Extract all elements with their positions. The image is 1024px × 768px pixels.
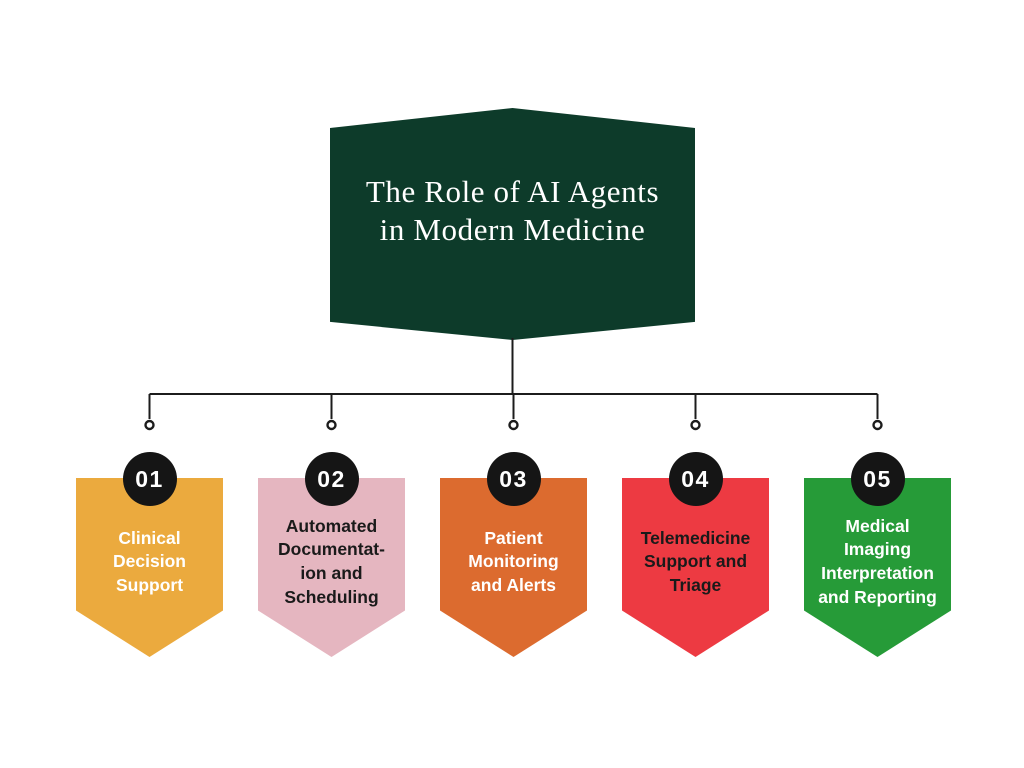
item-number: 05 [863, 465, 892, 492]
item-number: 03 [499, 465, 528, 492]
item-label: Clinical Decision Support [113, 527, 186, 595]
connector-node-icon [872, 419, 883, 431]
page-title: The Role of AI Agents in Modern Medicine [365, 174, 660, 247]
item-number: 02 [317, 465, 346, 492]
title-banner: The Role of AI Agents in Modern Medicine [330, 108, 695, 340]
connector-node-icon [508, 419, 519, 431]
item-label: Medical Imaging Interpretation and Repor… [818, 515, 937, 607]
item-label: Telemedicine Support and Triage [640, 527, 751, 595]
item-card-automated-documentation: 02 Automated Documentat- ion and Schedul… [258, 452, 405, 657]
item-label: Patient Monitoring and Alerts [468, 527, 559, 595]
item-number: 01 [135, 465, 164, 492]
connector-node-icon [326, 419, 337, 431]
item-number: 04 [681, 465, 710, 492]
connector-node-icon [690, 419, 701, 431]
item-card-telemedicine-triage: 04 Telemedicine Support and Triage [622, 452, 769, 657]
item-number-badge: 04 [668, 452, 723, 506]
item-number-badge: 05 [850, 452, 905, 506]
item-number-badge: 03 [486, 452, 541, 506]
item-card-patient-monitoring: 03 Patient Monitoring and Alerts [440, 452, 587, 657]
item-number-badge: 02 [304, 452, 359, 506]
item-card-clinical-decision-support: 01 Clinical Decision Support [76, 452, 223, 657]
item-number-badge: 01 [122, 452, 177, 506]
item-label: Automated Documentat- ion and Scheduling [278, 515, 385, 607]
item-card-medical-imaging: 05 Medical Imaging Interpretation and Re… [804, 452, 951, 657]
connector-node-icon [144, 419, 155, 431]
